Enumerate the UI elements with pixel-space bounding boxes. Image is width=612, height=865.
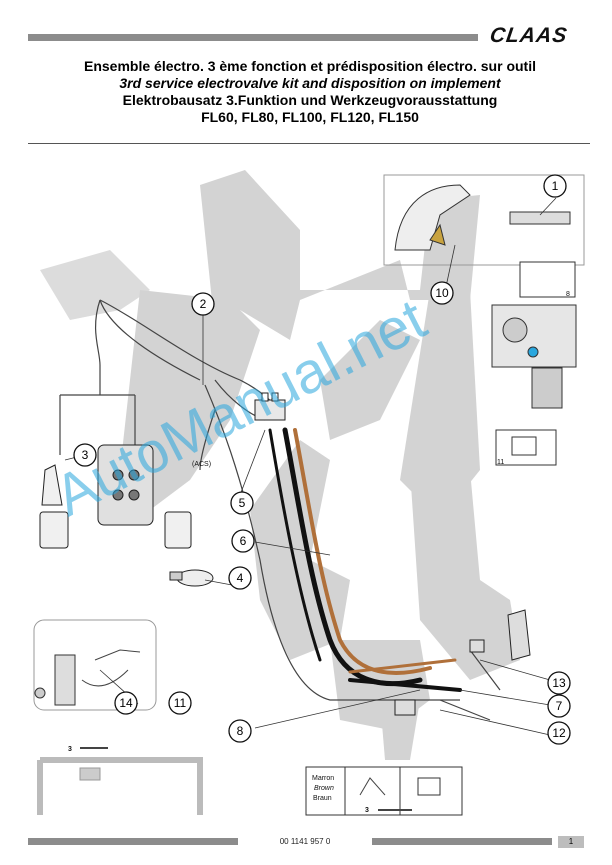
title-divider	[28, 143, 590, 144]
header-bar	[28, 34, 478, 41]
legend-fr: Marron	[312, 775, 334, 782]
callout-3: 3	[82, 448, 89, 462]
callout-12: 12	[552, 726, 566, 740]
callout-4: 4	[237, 571, 244, 585]
acs-label: (ACS)	[192, 461, 211, 468]
small-frame-diagram	[37, 747, 203, 815]
legend-en: Brown	[314, 785, 334, 792]
callout-6: 6	[240, 534, 247, 548]
callout-8: 8	[237, 724, 244, 738]
callout-14: 14	[119, 696, 133, 710]
hose-clamp	[169, 569, 214, 587]
callout-2: 2	[200, 297, 207, 311]
legend-three-label: 3	[365, 807, 369, 814]
connector-parts-left	[39, 444, 192, 549]
callout-numbers: 1 2 3 4 5 6 7 8 10 11 12 13 14	[82, 179, 566, 740]
callout-7: 7	[556, 699, 563, 713]
title-german: Elektrobausatz 3.Funktion und Werkzeugvo…	[122, 92, 498, 108]
callout-1: 1	[552, 179, 559, 193]
inset-11-label: 11	[497, 459, 504, 466]
footer-bar	[28, 838, 238, 845]
inset-valve-assembly	[491, 261, 577, 466]
inset-8-label: 8	[566, 291, 570, 298]
title-french: Ensemble électro. 3 ème fonction et préd…	[84, 58, 536, 74]
valve-block	[254, 392, 286, 421]
page-number: 1	[558, 836, 584, 848]
legend-box	[305, 766, 463, 816]
callout-markers	[73, 174, 571, 745]
callout-11: 11	[174, 696, 187, 710]
title-models: FL60, FL80, FL100, FL120, FL150	[201, 109, 419, 125]
right-bracket-parts	[394, 609, 531, 716]
callout-leader-lines	[64, 197, 557, 736]
small-labels: (ACS) 8 11 Marron Brown Braun 3 3	[68, 291, 570, 814]
document-title: Ensemble électro. 3 ème fonction et préd…	[20, 58, 600, 126]
callout-10: 10	[435, 286, 449, 300]
exploded-parts-illustration: 1 2 3 4 5 6 7 8 10 11 12 13 14 (ACS) 8 1…	[33, 170, 585, 816]
title-english: 3rd service electrovalve kit and disposi…	[119, 75, 501, 91]
callout-13: 13	[552, 676, 566, 690]
footer-bar-right	[372, 838, 552, 845]
callout-5: 5	[239, 496, 246, 510]
loader-frame-silhouette	[40, 170, 520, 760]
claas-logo: CLAAS	[488, 24, 570, 47]
inset-detail-bottom-left	[33, 619, 157, 711]
document-number: 00 1141 957 0	[279, 837, 331, 846]
hydraulic-hoses	[268, 427, 462, 692]
inset-detail-top	[383, 174, 585, 266]
legend-de: Braun	[313, 795, 332, 802]
wiring-harness	[59, 299, 501, 721]
frame-three-label: 3	[68, 746, 72, 753]
